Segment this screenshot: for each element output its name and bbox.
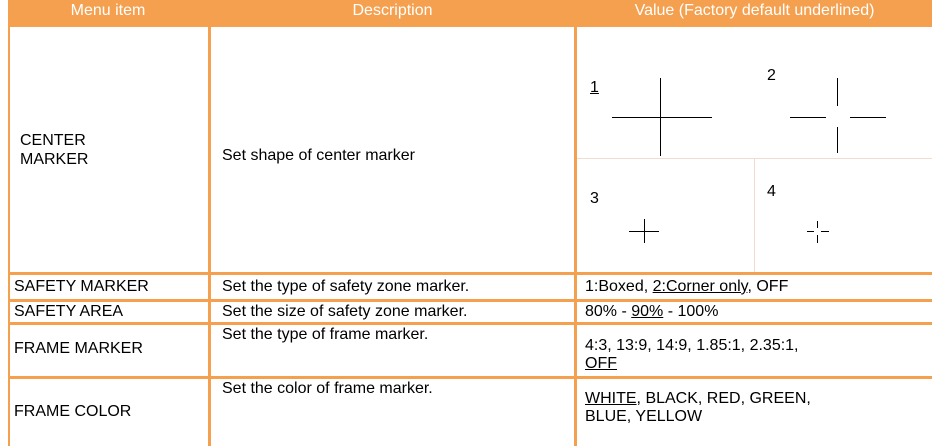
grid-line xyxy=(8,299,932,302)
menu-item-safety-marker: SAFETY MARKER xyxy=(14,278,149,295)
description-frame-color: Set the color of frame marker. xyxy=(222,380,433,397)
menu-item-center-marker-line1: CENTER xyxy=(20,132,86,149)
grid-line xyxy=(8,24,932,27)
grid-line xyxy=(8,24,10,446)
grid-line xyxy=(8,376,932,379)
option-label-1: 1 xyxy=(590,79,599,96)
menu-item-frame-marker: FRAME MARKER xyxy=(14,340,143,357)
option-label-3: 3 xyxy=(590,190,599,207)
value-frame-marker-line2: OFF xyxy=(585,355,617,372)
large-cross-marker-icon xyxy=(612,78,712,160)
header-description: Description xyxy=(211,0,574,24)
menu-item-center-marker-line2: MARKER xyxy=(20,151,89,168)
menu-item-frame-color: FRAME COLOR xyxy=(14,403,132,420)
grid-line xyxy=(8,272,932,275)
value-frame-color-line2: BLUE, YELLOW xyxy=(585,408,703,425)
option-label-2: 2 xyxy=(767,67,776,84)
value-safety-area: 80% - 90% - 100% xyxy=(585,303,719,320)
option-divider xyxy=(754,159,755,272)
option-label-4: 4 xyxy=(767,183,776,200)
description-safety-marker: Set the type of safety zone marker. xyxy=(222,278,470,295)
description-safety-area: Set the size of safety zone marker. xyxy=(222,303,468,320)
grid-line xyxy=(574,0,577,446)
value-safety-marker: 1:Boxed, 2:Corner only, OFF xyxy=(585,278,789,295)
description-center-marker: Set shape of center marker xyxy=(222,147,415,164)
option-divider xyxy=(577,158,932,159)
value-frame-color-line1: WHITE, BLACK, RED, GREEN, xyxy=(585,390,811,407)
small-cross-marker-icon xyxy=(629,219,659,243)
value-frame-marker-line1: 4:3, 13:9, 14:9, 1.85:1, 2.35:1, xyxy=(585,337,799,354)
menu-item-safety-area: SAFETY AREA xyxy=(14,303,124,320)
description-frame-marker: Set the type of frame marker. xyxy=(222,326,429,343)
large-broken-cross-marker-icon xyxy=(790,78,886,158)
small-broken-cross-marker-icon xyxy=(807,221,829,243)
header-menu-item: Menu item xyxy=(8,0,208,24)
settings-table: Menu item Description Value (Factory def… xyxy=(8,0,932,446)
grid-line xyxy=(8,322,932,325)
header-value: Value (Factory default underlined) xyxy=(577,0,932,24)
grid-line xyxy=(208,0,211,446)
